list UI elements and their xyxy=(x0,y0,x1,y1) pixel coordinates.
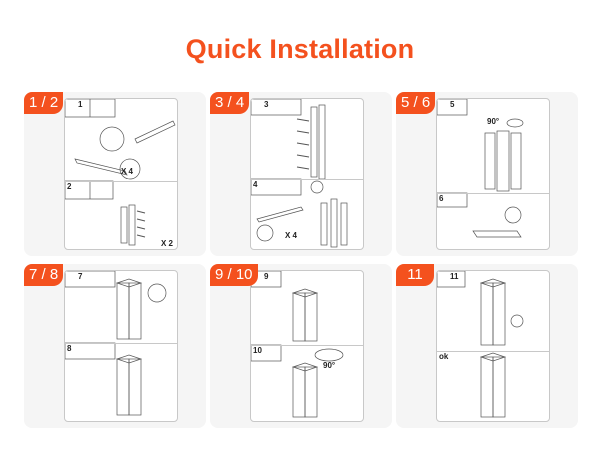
step-number: 11 xyxy=(450,272,459,281)
step-number: 8 xyxy=(67,344,72,353)
instruction-diagram: 11 ok xyxy=(436,270,550,422)
step-label-ok: ok xyxy=(439,352,449,361)
quantity-note: X 4 xyxy=(121,167,134,176)
step-badge: 9 / 10 xyxy=(210,264,258,286)
step-badge: 1 / 2 xyxy=(24,92,64,114)
step-card-5-6: 5 / 6 5 6 90° xyxy=(396,92,578,256)
step-number: 4 xyxy=(253,180,258,189)
instruction-diagram: 3 4 X 4 xyxy=(250,98,364,250)
step-number: 1 xyxy=(78,100,83,109)
step-badge: 11 xyxy=(396,264,434,286)
step-number: 3 xyxy=(264,100,269,109)
step-number: 6 xyxy=(439,194,444,203)
instruction-diagram: 7 8 xyxy=(64,270,178,422)
step-number: 2 xyxy=(67,182,72,191)
step-number: 9 xyxy=(264,272,269,281)
quantity-note: X 2 xyxy=(161,239,174,248)
instruction-diagram: 1 2 X 4 X 2 xyxy=(64,98,178,250)
step-badge: 3 / 4 xyxy=(210,92,250,114)
step-card-7-8: 7 / 8 7 8 xyxy=(24,264,206,428)
step-card-1-2: 1 / 2 1 2 X 4 X 2 xyxy=(24,92,206,256)
step-badge: 7 / 8 xyxy=(24,264,64,286)
instruction-diagram: 5 6 90° xyxy=(436,98,550,250)
rotation-note: 90° xyxy=(323,361,336,370)
step-card-11: 11 11 ok xyxy=(396,264,578,428)
step-badge: 5 / 6 xyxy=(396,92,436,114)
step-card-9-10: 9 / 10 9 10 90° xyxy=(210,264,392,428)
quantity-note: X 4 xyxy=(285,231,298,240)
step-number: 5 xyxy=(450,100,455,109)
rotation-note: 90° xyxy=(487,117,500,126)
step-number: 7 xyxy=(78,272,83,281)
page-title: Quick Installation xyxy=(185,34,415,64)
step-card-3-4: 3 / 4 3 4 X 4 xyxy=(210,92,392,256)
step-number: 10 xyxy=(253,346,262,355)
instruction-diagram: 9 10 90° xyxy=(250,270,364,422)
